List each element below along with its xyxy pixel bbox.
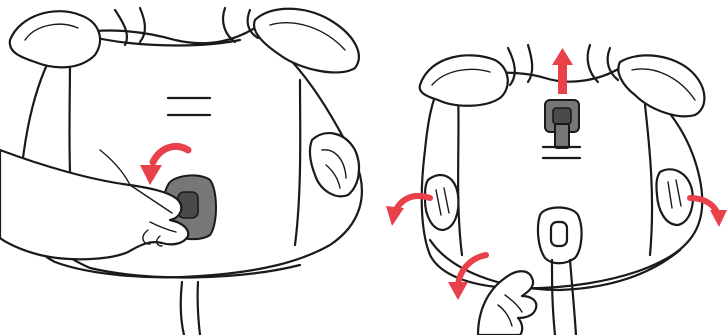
right-panel — [386, 45, 727, 335]
buckle-slot — [538, 208, 582, 264]
left-panel — [0, 8, 362, 335]
